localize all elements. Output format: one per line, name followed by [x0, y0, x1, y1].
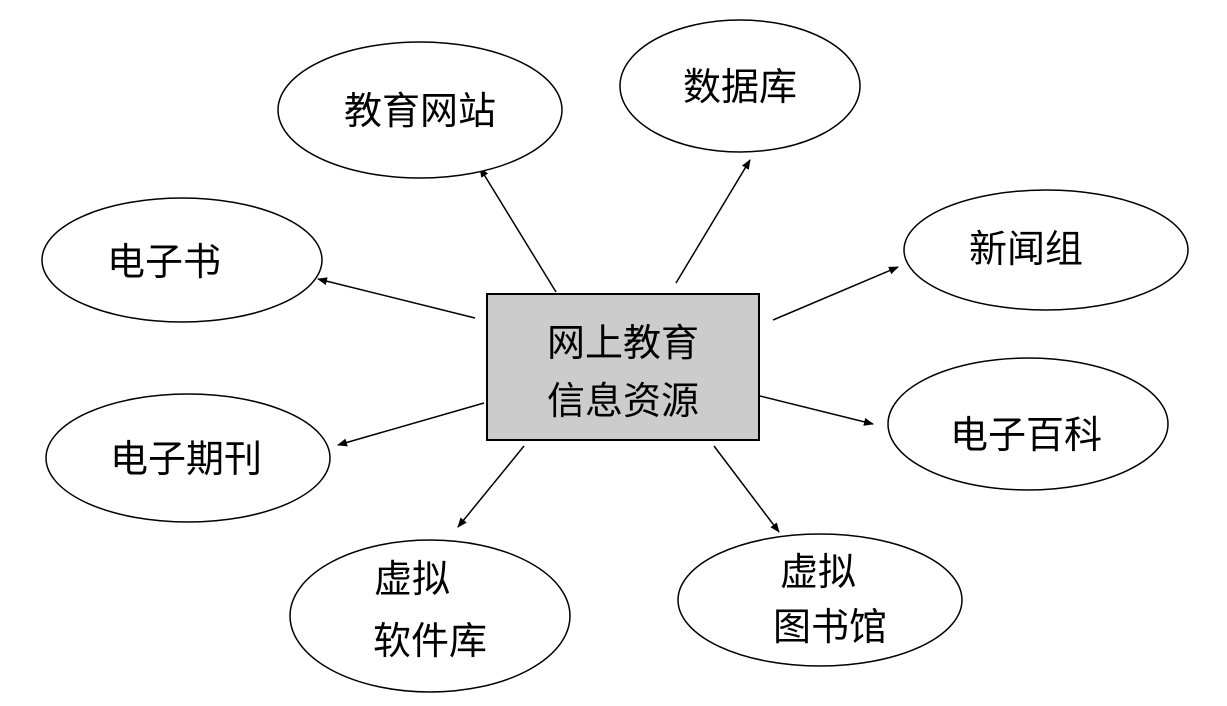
node-label: 电子期刊 — [110, 437, 262, 481]
node-jiaoyu-wangzhan: 教育网站 — [277, 41, 563, 179]
arrow-to-dianzi-qikan — [337, 402, 485, 447]
node-ellipse — [289, 539, 571, 693]
center-line-1: 网上教育 — [547, 321, 699, 365]
node-ellipse — [45, 393, 331, 523]
node-dianzi-qikan: 电子期刊 — [45, 393, 331, 523]
center-box — [486, 293, 760, 441]
node-label-line-2: 软件库 — [373, 619, 487, 663]
arrow-to-xuni-tushuguan — [713, 445, 780, 533]
node-label: 新闻组 — [969, 227, 1083, 271]
node-ellipse — [619, 19, 861, 153]
node-label: 电子书 — [107, 240, 221, 284]
node-shujuku: 数据库 — [619, 19, 861, 153]
connector-arrows — [317, 159, 899, 533]
center-node: 网上教育 信息资源 — [486, 293, 760, 441]
arrow-to-dianzi-baike — [759, 395, 874, 426]
node-ellipse — [41, 197, 323, 323]
arrow-to-xuni-ruanjianku — [457, 445, 525, 528]
node-label: 数据库 — [683, 65, 797, 109]
arrow-to-xinwenzu — [772, 266, 899, 321]
node-ellipse — [887, 357, 1169, 491]
node-ellipse — [903, 189, 1189, 311]
center-line-2: 信息资源 — [547, 379, 699, 423]
node-label: 电子百科 — [950, 413, 1102, 457]
node-ellipse — [677, 533, 963, 667]
node-dianzishu: 电子书 — [41, 197, 323, 323]
node-xuni-tushuguan: 虚拟 图书馆 — [677, 533, 963, 667]
node-dianzi-baike: 电子百科 — [887, 357, 1169, 491]
arrow-to-shujuku — [675, 159, 751, 284]
node-label: 教育网站 — [344, 89, 496, 133]
node-label-line-2: 图书馆 — [773, 605, 887, 649]
node-ellipse — [277, 41, 563, 179]
arrow-to-dianzishu — [317, 277, 476, 319]
node-label-line-1: 虚拟 — [374, 557, 450, 601]
node-label-line-1: 虚拟 — [780, 550, 856, 594]
node-xinwenzu: 新闻组 — [903, 189, 1189, 311]
arrow-to-jiaoyu-wangzhan — [479, 167, 557, 293]
node-xuni-ruanjianku: 虚拟 软件库 — [289, 539, 571, 693]
